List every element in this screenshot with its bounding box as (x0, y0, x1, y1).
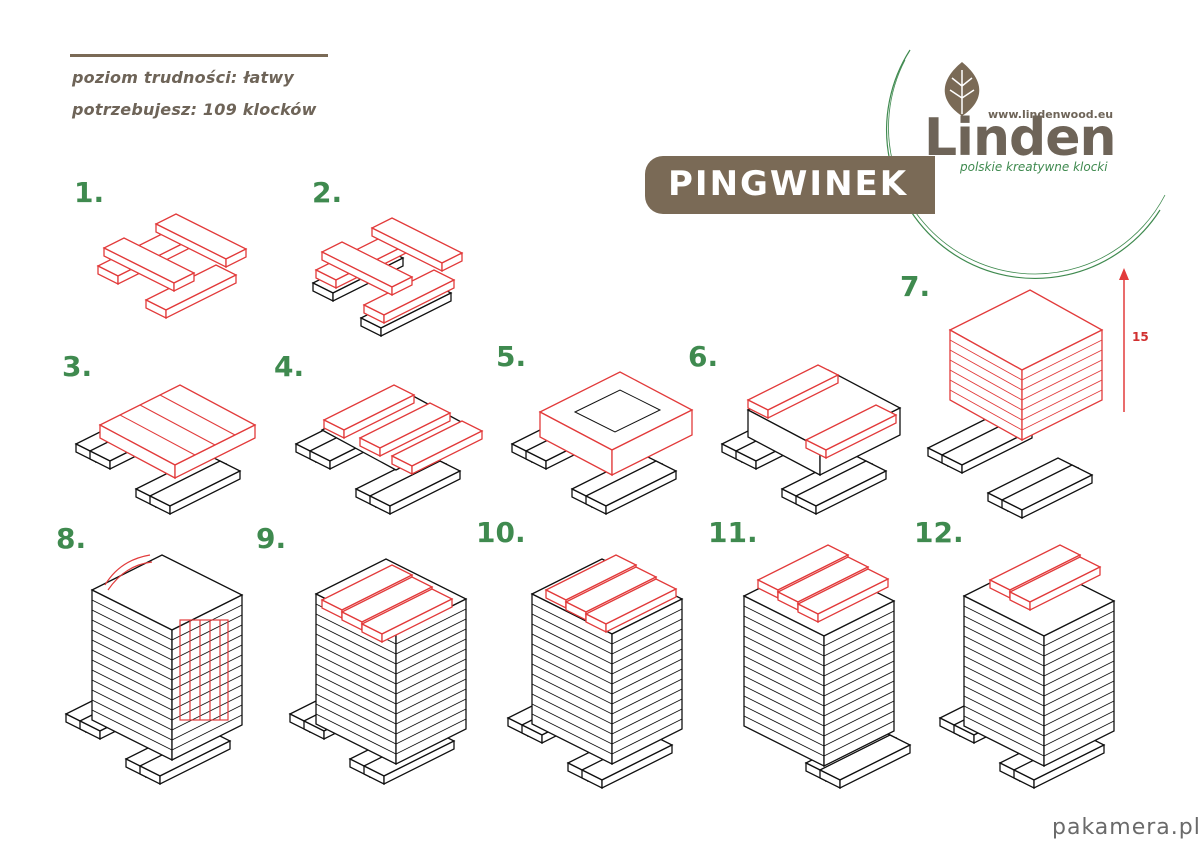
step-3-diagram (76, 384, 257, 514)
step-1-diagram (97, 213, 247, 319)
step-number-6: 6. (688, 340, 719, 373)
step-number-12: 12. (914, 516, 964, 549)
step-5-diagram (512, 371, 694, 514)
step-9-diagram (290, 558, 467, 784)
step-number-1: 1. (74, 176, 105, 209)
step-6-diagram (722, 364, 902, 514)
step-number-3: 3. (62, 350, 93, 383)
header-rule (70, 54, 328, 57)
step-11-diagram (743, 544, 910, 788)
step-7-diagram (928, 289, 1104, 518)
logo-tagline: polskie kreatywne klocki (960, 160, 1108, 174)
step-number-10: 10. (476, 516, 526, 549)
title-banner (645, 156, 935, 214)
step-number-2: 2. (312, 176, 343, 209)
step-8-diagram (66, 554, 243, 784)
step-number-11: 11. (708, 516, 758, 549)
logo-arc-outer (886, 49, 1161, 279)
step-4-diagram (296, 384, 483, 514)
page-title: PINGWINEK (668, 164, 909, 204)
logo-url: www.lindenwood.eu (988, 108, 1114, 121)
leaf-icon (944, 62, 980, 116)
step-2-diagram (312, 217, 463, 337)
step-12-diagram (940, 544, 1115, 788)
height-arrow-label: 15 (1132, 330, 1149, 344)
step-number-4: 4. (274, 350, 305, 383)
step-10-diagram (508, 554, 683, 788)
height-arrow (1119, 268, 1129, 412)
logo-wordmark: Linden (924, 108, 1116, 168)
step-number-5: 5. (496, 340, 527, 373)
step-number-9: 9. (256, 522, 287, 555)
difficulty-text: poziom trudności: łatwy (72, 68, 294, 87)
step-number-8: 8. (56, 522, 87, 555)
watermark: pakamera.pl (1052, 815, 1200, 840)
logo-arc-inner (888, 59, 1166, 275)
step-number-7: 7. (900, 270, 931, 303)
requirement-text: potrzebujesz: 109 klocków (72, 100, 317, 119)
